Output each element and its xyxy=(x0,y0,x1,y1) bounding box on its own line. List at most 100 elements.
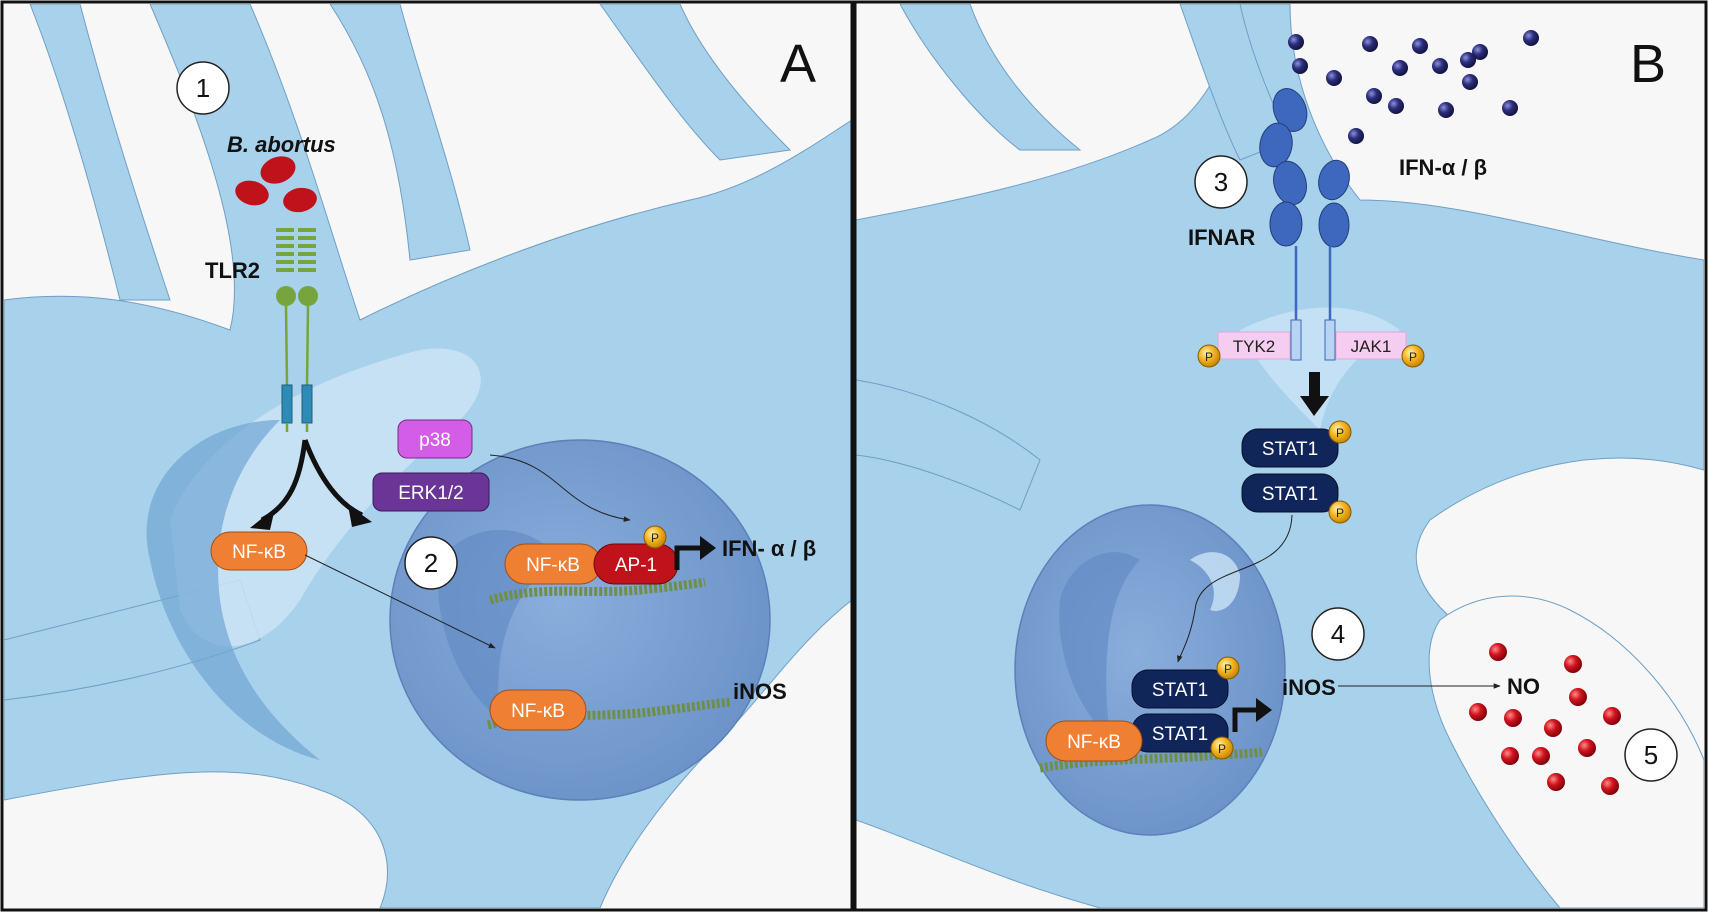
tlr2-receptor xyxy=(276,228,318,432)
ifn-molecule xyxy=(1362,36,1378,52)
nfkb-b: NF-κB xyxy=(1045,720,1143,762)
bacterium xyxy=(260,156,296,184)
ifn-molecule xyxy=(1460,52,1476,68)
down-arrow-shaft xyxy=(1309,372,1320,398)
ifn-molecules xyxy=(1288,30,1539,144)
step-3-badge: 3 xyxy=(1194,155,1248,209)
panel-letter-b: B xyxy=(1630,34,1666,94)
inos-label-b: iNOS xyxy=(1282,675,1336,700)
nfkb-nucleus-bottom: NF-κB xyxy=(489,689,587,731)
ifnar-label: IFNAR xyxy=(1188,225,1255,250)
step-5-badge: 5 xyxy=(1624,728,1678,782)
stat1-cyto-top-label: STAT1 xyxy=(1262,439,1318,460)
inos-label-a: iNOS xyxy=(733,679,787,704)
ifn-molecule xyxy=(1388,98,1404,114)
phospho-jak1: P xyxy=(1401,344,1425,368)
erk-pill: ERK1/2 xyxy=(372,472,490,512)
cell-process-b1 xyxy=(899,4,1082,151)
p38-label: p38 xyxy=(419,430,451,451)
ifn-molecule xyxy=(1502,100,1518,116)
panel-b-frame xyxy=(853,0,1708,912)
svg-text:P: P xyxy=(651,531,659,545)
no-molecule xyxy=(1578,739,1596,757)
svg-text:P: P xyxy=(1409,350,1417,364)
step-4-number: 4 xyxy=(1331,619,1345,649)
step-1-number: 1 xyxy=(196,73,210,103)
bacterium xyxy=(283,187,317,213)
no-molecule xyxy=(1603,707,1621,725)
step-5-number: 5 xyxy=(1644,740,1658,770)
arrow-stat1-to-nucleus xyxy=(1177,514,1293,663)
stat1-cyto-top: STAT1 xyxy=(1241,428,1339,468)
ap1-label: AP-1 xyxy=(615,555,657,576)
phospho-stat1-a: P xyxy=(1328,420,1352,444)
stat1-nuc-top-label: STAT1 xyxy=(1152,680,1208,701)
svg-text:P: P xyxy=(1218,742,1226,756)
step-1-badge: 1 xyxy=(176,61,230,115)
phospho-stat1-c: P xyxy=(1216,656,1240,680)
tlr2-label: TLR2 xyxy=(205,258,260,283)
phospho-ap1: P xyxy=(643,525,667,549)
no-molecule xyxy=(1547,773,1565,791)
svg-text:P: P xyxy=(1336,506,1344,520)
transcription-arrow-a xyxy=(674,545,702,570)
no-molecule xyxy=(1469,703,1487,721)
panel-b: IFN-α / β IFNAR TYK2 JAK1 xyxy=(856,4,1704,908)
nfkb-cytoplasm-label: NF-κB xyxy=(232,542,286,563)
no-molecule xyxy=(1544,719,1562,737)
ifn-molecule xyxy=(1292,58,1308,74)
no-molecule xyxy=(1601,777,1619,795)
pathogen-label: B. abortus xyxy=(227,132,336,157)
erk-label: ERK1/2 xyxy=(398,483,463,504)
no-molecules xyxy=(1469,643,1621,795)
phospho-stat1-b: P xyxy=(1328,500,1352,524)
no-molecule xyxy=(1504,709,1522,727)
bacteria xyxy=(235,156,317,213)
stat1-cyto-bottom-label: STAT1 xyxy=(1262,484,1318,505)
nfkb-cytoplasm: NF-κB xyxy=(210,531,308,571)
ifn-molecule xyxy=(1523,30,1539,46)
no-molecule xyxy=(1489,643,1507,661)
nfkb-nucleus-top-label: NF-κB xyxy=(526,555,580,576)
cell-process-a2 xyxy=(29,4,171,301)
stat1-nuc-top: STAT1 xyxy=(1131,669,1229,709)
panel-a: B. abortus TLR2 1 2 xyxy=(4,4,852,908)
ifn-molecule xyxy=(1392,60,1408,76)
ifn-molecule xyxy=(1438,102,1454,118)
stat1-cyto-bottom: STAT1 xyxy=(1241,473,1339,513)
transcription-arrowhead-b xyxy=(1256,698,1272,722)
nfkb-nucleus-top: NF-κB xyxy=(504,543,602,585)
arrow-p38-to-ap1 xyxy=(489,454,631,522)
phospho-tyk2: P xyxy=(1197,344,1221,368)
ifn-molecule xyxy=(1288,34,1304,50)
svg-text:P: P xyxy=(1224,662,1232,676)
step-4-badge: 4 xyxy=(1311,607,1365,661)
ifn-molecule xyxy=(1326,70,1342,86)
no-molecule xyxy=(1532,747,1550,765)
ifn-ligand-label: IFN-α / β xyxy=(1399,155,1487,180)
ifn-molecule xyxy=(1348,128,1364,144)
cell-process-a4 xyxy=(599,4,792,161)
nfkb-b-label: NF-κB xyxy=(1067,732,1121,753)
no-molecule xyxy=(1501,747,1519,765)
arrow-nfkb-to-nucleus xyxy=(304,554,496,649)
phospho-stat1-d: P xyxy=(1210,736,1234,760)
extracellular-space-b xyxy=(1428,595,1704,908)
tyk2-label: TYK2 xyxy=(1233,337,1276,356)
down-arrow-head xyxy=(1300,396,1329,416)
no-molecule xyxy=(1564,655,1582,673)
transcription-arrowhead-a xyxy=(700,536,716,560)
cell-process-a3 xyxy=(329,4,471,261)
jak1-box: JAK1 xyxy=(1335,331,1407,360)
panel-letter-a: A xyxy=(780,34,816,94)
step-2-badge: 2 xyxy=(404,536,458,590)
nucleus-fold-b xyxy=(1059,552,1140,740)
panel-a-frame xyxy=(0,0,854,912)
step-2-number: 2 xyxy=(424,548,438,578)
cytoplasm-shadow-a xyxy=(146,420,320,760)
p38-pill: p38 xyxy=(397,419,473,459)
tyk2-box: TYK2 xyxy=(1217,331,1291,360)
no-molecule xyxy=(1569,688,1587,706)
